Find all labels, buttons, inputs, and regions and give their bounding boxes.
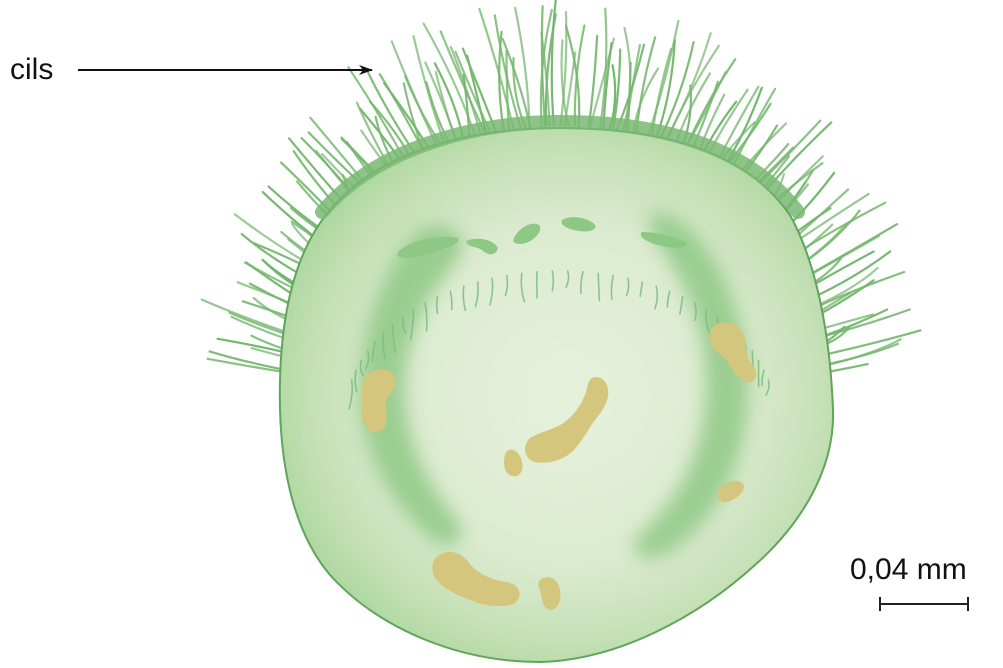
kinetosome-line — [437, 297, 438, 313]
scale-bar — [880, 597, 968, 611]
scale-bar-label: 0,04 mm — [850, 552, 967, 588]
cilium — [441, 31, 487, 137]
cilium — [515, 8, 530, 127]
cilia-label: cils — [10, 52, 53, 88]
